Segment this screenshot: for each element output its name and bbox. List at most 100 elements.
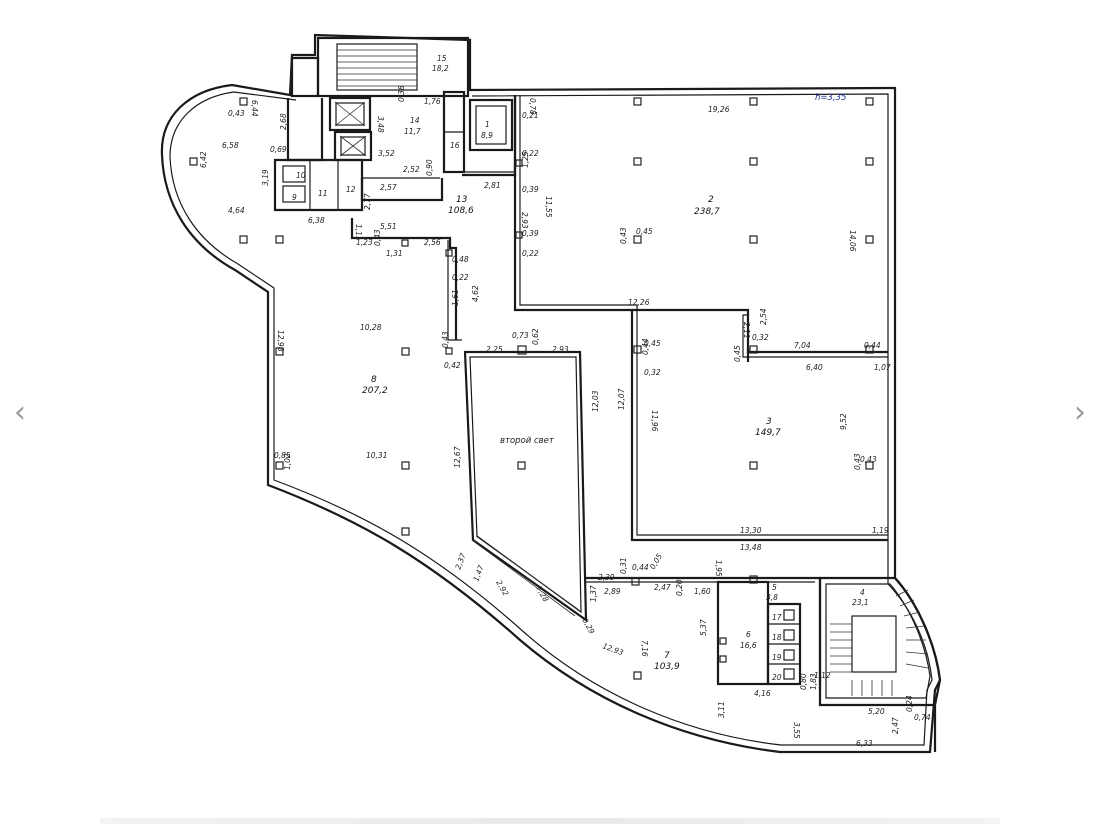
footer-bar — [100, 818, 1000, 824]
svg-text:2,92: 2,92 — [494, 579, 510, 598]
svg-text:3: 3 — [766, 417, 772, 427]
svg-text:23,1: 23,1 — [852, 598, 869, 607]
svg-text:18,2: 18,2 — [432, 64, 449, 73]
svg-text:0,74: 0,74 — [914, 713, 931, 722]
svg-text:2,93: 2,93 — [552, 345, 569, 354]
svg-text:5,20: 5,20 — [868, 707, 885, 716]
svg-text:0,21: 0,21 — [522, 111, 539, 120]
room-7-area: 103,9 — [654, 662, 680, 672]
svg-text:10,28: 10,28 — [360, 323, 382, 332]
svg-text:0,90: 0,90 — [425, 159, 434, 176]
svg-text:2,57: 2,57 — [380, 183, 397, 192]
outer-wall-inner — [169, 91, 933, 746]
wc-block — [716, 580, 770, 686]
structural-columns — [189, 97, 874, 680]
elevator-shaft-1 — [328, 96, 372, 132]
svg-text:108,6: 108,6 — [448, 206, 474, 216]
svg-text:12,03: 12,03 — [591, 390, 600, 412]
svg-text:2,89: 2,89 — [604, 587, 621, 596]
svg-text:1: 1 — [485, 120, 490, 129]
svg-text:0,29: 0,29 — [580, 617, 596, 636]
svg-text:1,11: 1,11 — [354, 224, 363, 241]
svg-text:1,47: 1,47 — [471, 564, 485, 583]
room-8-label: 8 207,2 — [362, 375, 388, 396]
svg-text:1,31: 1,31 — [386, 249, 403, 258]
svg-text:2,52: 2,52 — [403, 165, 420, 174]
svg-text:6,33: 6,33 — [856, 739, 873, 748]
svg-text:1,23: 1,23 — [356, 238, 373, 247]
room-2-walls — [513, 95, 888, 542]
svg-text:0,43: 0,43 — [853, 453, 862, 470]
svg-text:0,44: 0,44 — [632, 563, 649, 572]
svg-text:4,64: 4,64 — [228, 206, 245, 215]
svg-text:12,07: 12,07 — [617, 388, 626, 410]
svg-text:4: 4 — [860, 588, 865, 597]
svg-text:0,43: 0,43 — [373, 229, 382, 246]
svg-text:14,06: 14,06 — [848, 230, 857, 252]
svg-text:149,7: 149,7 — [755, 428, 781, 438]
room-13-label: 13 108,6 — [448, 195, 474, 216]
svg-text:6,44: 6,44 — [250, 100, 259, 117]
svg-text:0,45: 0,45 — [636, 227, 653, 236]
svg-text:2,54: 2,54 — [759, 308, 768, 325]
svg-text:1,37: 1,37 — [589, 585, 598, 602]
svg-text:7,16: 7,16 — [640, 640, 649, 657]
svg-text:2,47: 2,47 — [654, 583, 671, 592]
void-double-height — [463, 350, 588, 623]
svg-text:2,93: 2,93 — [520, 212, 529, 229]
svg-text:2,77: 2,77 — [363, 193, 372, 210]
room-12-label: 12 — [346, 185, 356, 194]
svg-text:0,31: 0,31 — [619, 557, 628, 574]
svg-text:12,93: 12,93 — [601, 641, 624, 657]
svg-text:16,6: 16,6 — [740, 641, 757, 650]
svg-text:0,44: 0,44 — [864, 341, 881, 350]
svg-text:0,43: 0,43 — [441, 331, 450, 348]
svg-text:0,80: 0,80 — [799, 673, 808, 690]
svg-text:12,26: 12,26 — [628, 298, 650, 307]
svg-text:0,32: 0,32 — [752, 333, 769, 342]
svg-text:2,47: 2,47 — [891, 717, 900, 734]
svg-text:4,16: 4,16 — [754, 689, 771, 698]
svg-text:11,96: 11,96 — [650, 410, 659, 432]
room-18-label: 18 — [772, 633, 782, 642]
svg-text:3,19: 3,19 — [261, 169, 270, 186]
svg-text:0,20: 0,20 — [675, 579, 684, 596]
svg-text:0,39: 0,39 — [522, 185, 539, 194]
room-9-label: 9 — [292, 193, 297, 202]
svg-text:5,51: 5,51 — [380, 222, 397, 231]
svg-text:0,43: 0,43 — [860, 455, 877, 464]
svg-text:0,62: 0,62 — [531, 328, 540, 345]
svg-text:6,40: 6,40 — [806, 363, 823, 372]
svg-text:13: 13 — [456, 195, 468, 205]
prev-arrow-icon[interactable]: ‹ — [14, 394, 26, 430]
svg-text:3,11: 3,11 — [717, 701, 726, 718]
svg-text:13,48: 13,48 — [740, 543, 762, 552]
room-4-label: 4 23,1 — [852, 588, 869, 607]
svg-text:1,76: 1,76 — [424, 97, 441, 106]
svg-text:0,24: 0,24 — [905, 695, 914, 712]
next-arrow-icon[interactable]: › — [1074, 394, 1086, 430]
svg-text:1,61: 1,61 — [451, 289, 460, 306]
svg-text:0,32: 0,32 — [644, 368, 661, 377]
svg-text:9,52: 9,52 — [839, 413, 848, 430]
svg-text:5: 5 — [772, 583, 777, 592]
svg-text:1,07: 1,07 — [874, 363, 891, 372]
svg-text:3,8: 3,8 — [766, 593, 778, 602]
svg-text:6: 6 — [746, 630, 751, 639]
svg-text:0,85: 0,85 — [274, 451, 291, 460]
svg-text:0,45: 0,45 — [644, 339, 661, 348]
svg-text:0,48: 0,48 — [452, 255, 469, 264]
void-label: второй свет — [500, 436, 555, 446]
svg-text:11,7: 11,7 — [404, 127, 421, 136]
room-1-label: 1 8,9 — [481, 120, 493, 140]
svg-text:7,04: 7,04 — [794, 341, 811, 350]
svg-text:3,48: 3,48 — [376, 116, 385, 133]
svg-text:0,43: 0,43 — [619, 227, 628, 244]
svg-text:2,25: 2,25 — [486, 345, 503, 354]
svg-text:1,25: 1,25 — [521, 151, 530, 168]
svg-text:207,2: 207,2 — [362, 386, 388, 396]
room-20-label: 20 — [772, 673, 782, 682]
svg-text:12,98: 12,98 — [276, 330, 285, 352]
svg-text:1,83: 1,83 — [809, 673, 818, 690]
